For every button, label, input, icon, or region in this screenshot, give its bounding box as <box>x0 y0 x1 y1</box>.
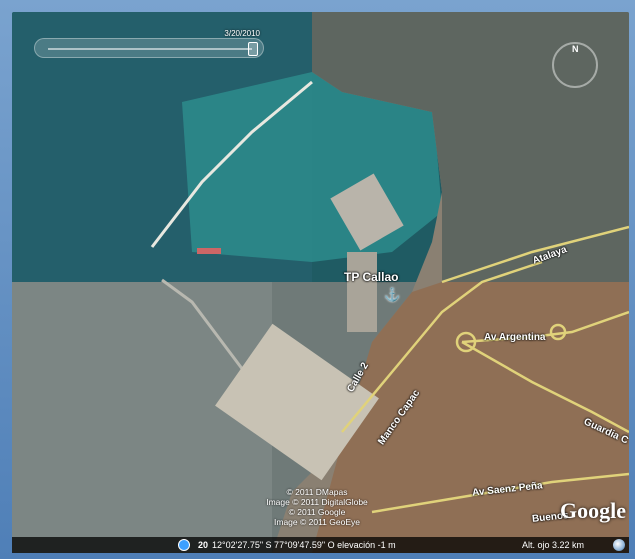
port-label: TP Callao <box>344 270 399 284</box>
time-slider-thumb[interactable] <box>248 42 258 56</box>
streaming-progress-icon <box>178 539 190 551</box>
anchor-icon[interactable]: ⚓ <box>384 287 401 302</box>
status-bar: 20 12°02'27.75" S 77°09'47.59" O elevaci… <box>12 537 629 553</box>
road-label-av-argentina: Av Argentina <box>484 332 546 343</box>
map-viewport[interactable]: 3/20/2010 N TP Callao ⚓ Atalaya Av Argen… <box>12 12 629 553</box>
satellite-imagery <box>12 12 629 553</box>
time-slider-date: 3/20/2010 <box>224 29 260 38</box>
status-eye-altitude: Alt. ojo 3.22 km <box>522 540 585 550</box>
imagery-attribution: © 2011 DMapas Image © 2011 DigitalGlobe … <box>266 487 368 527</box>
status-date-prefix: 20 <box>198 540 209 550</box>
time-slider-track[interactable] <box>48 48 252 50</box>
status-coordinates: 12°02'27.75" S 77°09'47.59" O elevación … <box>212 540 396 550</box>
globe-icon <box>613 539 625 551</box>
time-slider[interactable]: 3/20/2010 <box>34 29 264 58</box>
compass-icon[interactable]: N <box>552 42 598 88</box>
google-logo: Google <box>560 498 626 523</box>
